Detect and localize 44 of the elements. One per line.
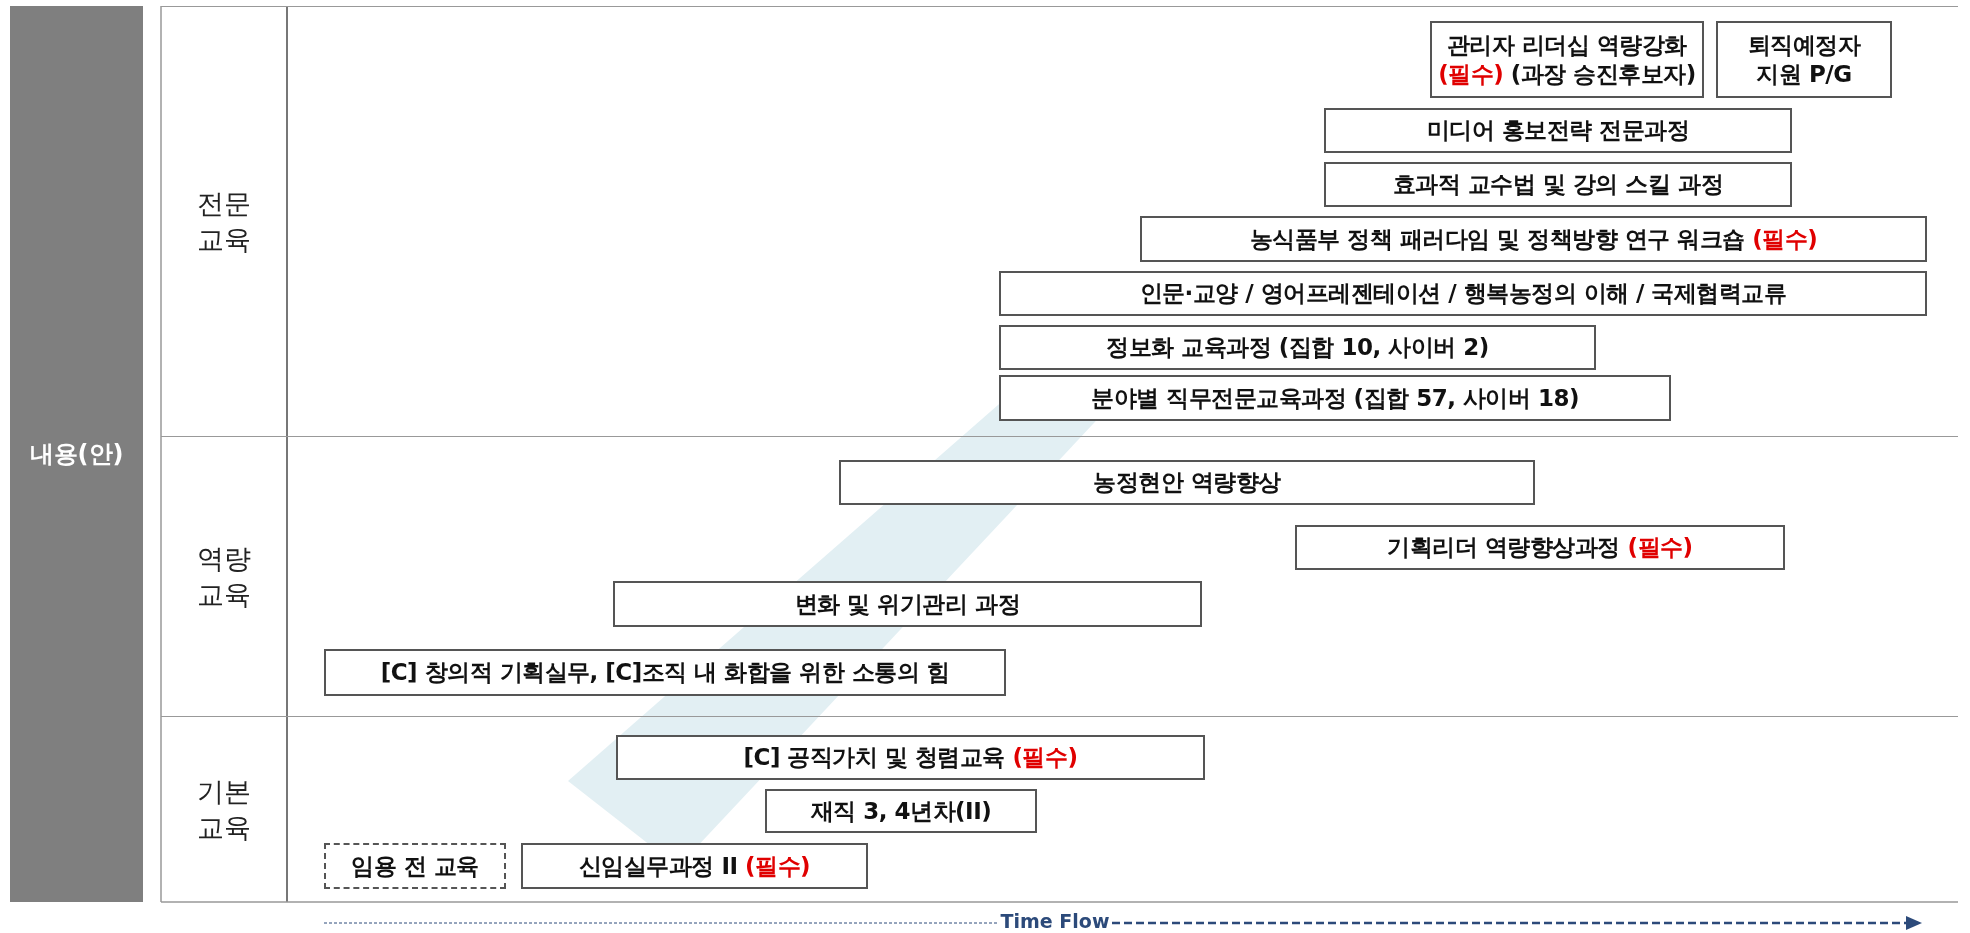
course-title: 분야별 직무전문교육과정 (집합 57, 사이버 18) xyxy=(1091,384,1579,411)
course-title: [C] 창의적 기획실무, [C]조직 내 화합을 위한 소통의 힘 xyxy=(380,659,950,686)
course-title: 정보화 교육과정 (집합 10, 사이버 2) xyxy=(1106,334,1489,361)
category-label: 역량 교육 xyxy=(196,542,252,613)
course-box xyxy=(613,581,1202,627)
course-note: (과장 승진후보자) xyxy=(1510,60,1696,87)
course-title: 변화 및 위기관리 과정 xyxy=(795,590,1020,617)
course-title: 기획리더 역량향상과정 xyxy=(1387,534,1620,561)
course-box xyxy=(324,843,506,889)
course-box xyxy=(999,325,1596,370)
course-box xyxy=(999,375,1671,421)
course-title: 임용 전 교육 xyxy=(351,852,479,879)
course-title: 효과적 교수법 및 강의 스킬 과정 xyxy=(1392,171,1723,198)
course-title: 인문·교양 / 영어프레젠테이션 / 행복농정의 이해 / 국제협력교류 xyxy=(1139,280,1787,307)
required-mark: (필수) xyxy=(1752,225,1818,252)
required-mark: (필수) xyxy=(1627,534,1693,561)
course-box xyxy=(1430,21,1704,98)
course-box xyxy=(1140,216,1927,262)
course-box xyxy=(1324,108,1792,153)
course-box xyxy=(765,789,1037,833)
category-label: 전문 교육 xyxy=(196,187,252,258)
course-box xyxy=(839,460,1535,505)
course-box xyxy=(999,271,1927,316)
sidebar-label: 내용(안) xyxy=(29,439,124,470)
category-label: 기본 교육 xyxy=(196,775,252,846)
course-box xyxy=(1324,162,1792,207)
required-mark: (필수) xyxy=(1012,744,1078,771)
course-title: 퇴직예정자 지원 P/G xyxy=(1747,31,1861,87)
course-title: 관리자 리더십 역량강화 xyxy=(1447,31,1687,58)
course-box xyxy=(1716,21,1892,98)
course-title: [C] 공직가치 및 청렴교육 xyxy=(743,744,1005,771)
course-title: 재직 3, 4년차(II) xyxy=(810,797,992,824)
course-title: 미디어 홍보전략 전문과정 xyxy=(1426,117,1690,144)
time-flow-label: Time Flow xyxy=(999,910,1111,932)
required-mark: (필수) xyxy=(745,852,811,879)
course-box xyxy=(1295,525,1785,570)
course-title: 신임실무과정 II xyxy=(578,852,738,879)
course-title: 농정현안 역량향상 xyxy=(1093,469,1281,496)
course-title: 농식품부 정책 패러다임 및 정책방향 연구 워크숍 xyxy=(1249,225,1745,252)
course-box xyxy=(521,843,868,889)
sidebar-band xyxy=(10,6,143,902)
course-box xyxy=(616,735,1205,780)
course-box xyxy=(324,649,1006,696)
required-mark: (필수) xyxy=(1438,60,1504,87)
